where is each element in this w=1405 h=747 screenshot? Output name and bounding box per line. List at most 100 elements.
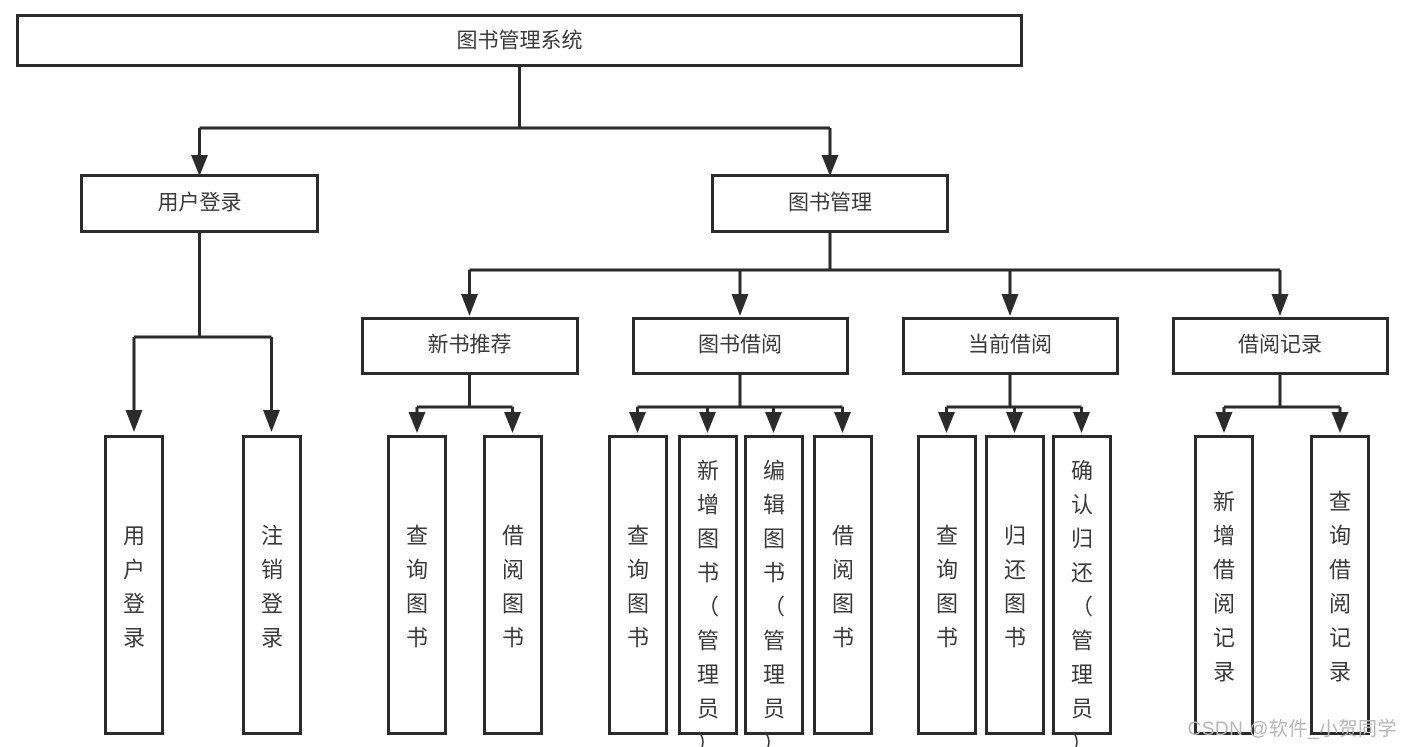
svg-text:员: 员: [697, 697, 719, 722]
arrowhead-book-borrow-leaf-2: [765, 412, 782, 433]
arrowhead-new-book-rec-leaf-0: [408, 412, 426, 433]
arrowhead-user-login: [191, 155, 208, 176]
svg-text:用: 用: [123, 524, 145, 549]
svg-text:查: 查: [1329, 490, 1351, 515]
svg-text:阅: 阅: [832, 558, 854, 583]
leaf-borrow-record-0-box[interactable]: [1194, 435, 1254, 735]
node-current-borrow[interactable]: 当前借阅: [902, 317, 1119, 375]
svg-text:记: 记: [1213, 626, 1235, 651]
svg-text:管: 管: [763, 629, 785, 654]
svg-text:辑: 辑: [763, 493, 785, 518]
leaf-new-book-rec-0-box[interactable]: [387, 435, 447, 735]
node-new-book-rec[interactable]: 新书推荐: [361, 317, 579, 375]
leaf-user-login-0[interactable]: 用户登录: [104, 435, 164, 735]
leaf-user-login-1-box[interactable]: [242, 435, 302, 735]
leaf-user-login-0-label: 用户登录: [123, 524, 145, 651]
arrowhead-user-login-leaf-0: [125, 410, 143, 432]
leaf-user-login-0-box[interactable]: [104, 435, 164, 735]
node-user-login[interactable]: 用户登录: [80, 174, 319, 233]
svg-text:录: 录: [123, 626, 145, 651]
svg-text:管: 管: [697, 629, 719, 654]
svg-text:归: 归: [1004, 524, 1026, 549]
svg-text:（: （: [697, 595, 719, 620]
arrowhead-new-book-rec-leaf-1: [504, 412, 521, 433]
svg-text:还: 还: [1004, 558, 1026, 583]
arrowhead-current-borrow: [1001, 294, 1019, 316]
leaf-book-borrow-0-box[interactable]: [608, 435, 668, 735]
node-borrow-record[interactable]: 借阅记录: [1172, 317, 1389, 375]
arrowhead-book-manage: [821, 155, 839, 176]
svg-text:登: 登: [123, 592, 145, 617]
node-user-login-box[interactable]: [80, 174, 319, 233]
leaf-book-borrow-1-box[interactable]: [678, 435, 738, 735]
node-borrow-record-box[interactable]: [1172, 317, 1389, 375]
svg-text:查: 查: [406, 524, 428, 549]
leaf-book-borrow-2-box[interactable]: [744, 435, 804, 735]
node-root[interactable]: 图书管理系统: [16, 14, 1023, 67]
node-book-manage[interactable]: 图书管理: [711, 174, 949, 233]
node-book-borrow-box[interactable]: [632, 317, 849, 375]
arrowhead-new-book-rec: [461, 294, 478, 316]
svg-text:图: 图: [832, 592, 854, 617]
svg-text:查: 查: [936, 524, 958, 549]
arrowhead-borrow-record-leaf-1: [1331, 412, 1349, 433]
svg-text:理: 理: [1071, 663, 1093, 688]
node-root-label: 图书管理系统: [457, 30, 583, 53]
svg-text:录: 录: [1213, 660, 1235, 685]
leaf-current-borrow-0-box[interactable]: [917, 435, 977, 735]
node-root-box[interactable]: [16, 14, 1023, 67]
svg-text:阅: 阅: [1329, 592, 1351, 617]
arrowhead-current-borrow-leaf-2: [1073, 412, 1090, 433]
svg-text:理: 理: [697, 663, 719, 688]
svg-text:）: ）: [697, 731, 719, 747]
svg-text:借: 借: [502, 524, 524, 549]
svg-text:员: 员: [763, 697, 785, 722]
leaf-current-borrow-1-box[interactable]: [985, 435, 1045, 735]
svg-text:注: 注: [261, 524, 283, 549]
node-book-borrow[interactable]: 图书借阅: [632, 317, 849, 375]
svg-text:阅: 阅: [1213, 592, 1235, 617]
node-book-manage-box[interactable]: [711, 174, 949, 233]
node-current-borrow-box[interactable]: [902, 317, 1119, 375]
svg-text:图: 图: [406, 592, 428, 617]
node-user-login-label: 用户登录: [158, 192, 242, 215]
leaf-book-borrow-3-box[interactable]: [813, 435, 873, 735]
svg-text:询: 询: [627, 558, 649, 583]
svg-text:归: 归: [1071, 527, 1093, 552]
leaf-current-borrow-2-box[interactable]: [1052, 435, 1112, 735]
arrowhead-book-borrow-leaf-3: [834, 412, 851, 433]
svg-text:）: ）: [1071, 731, 1093, 747]
svg-text:理: 理: [763, 663, 785, 688]
leaf-new-book-rec-1-box[interactable]: [483, 435, 543, 735]
svg-text:（: （: [763, 595, 785, 620]
svg-text:还: 还: [1071, 561, 1093, 586]
node-book-borrow-label: 图书借阅: [698, 334, 782, 357]
svg-text:书: 书: [1004, 626, 1026, 651]
svg-text:图: 图: [502, 592, 524, 617]
svg-text:询: 询: [1329, 524, 1351, 549]
arrowhead-borrow-record-leaf-0: [1215, 412, 1233, 433]
node-new-book-rec-box[interactable]: [361, 317, 579, 375]
leaf-borrow-record-1-box[interactable]: [1310, 435, 1370, 735]
svg-text:书: 书: [832, 626, 854, 651]
